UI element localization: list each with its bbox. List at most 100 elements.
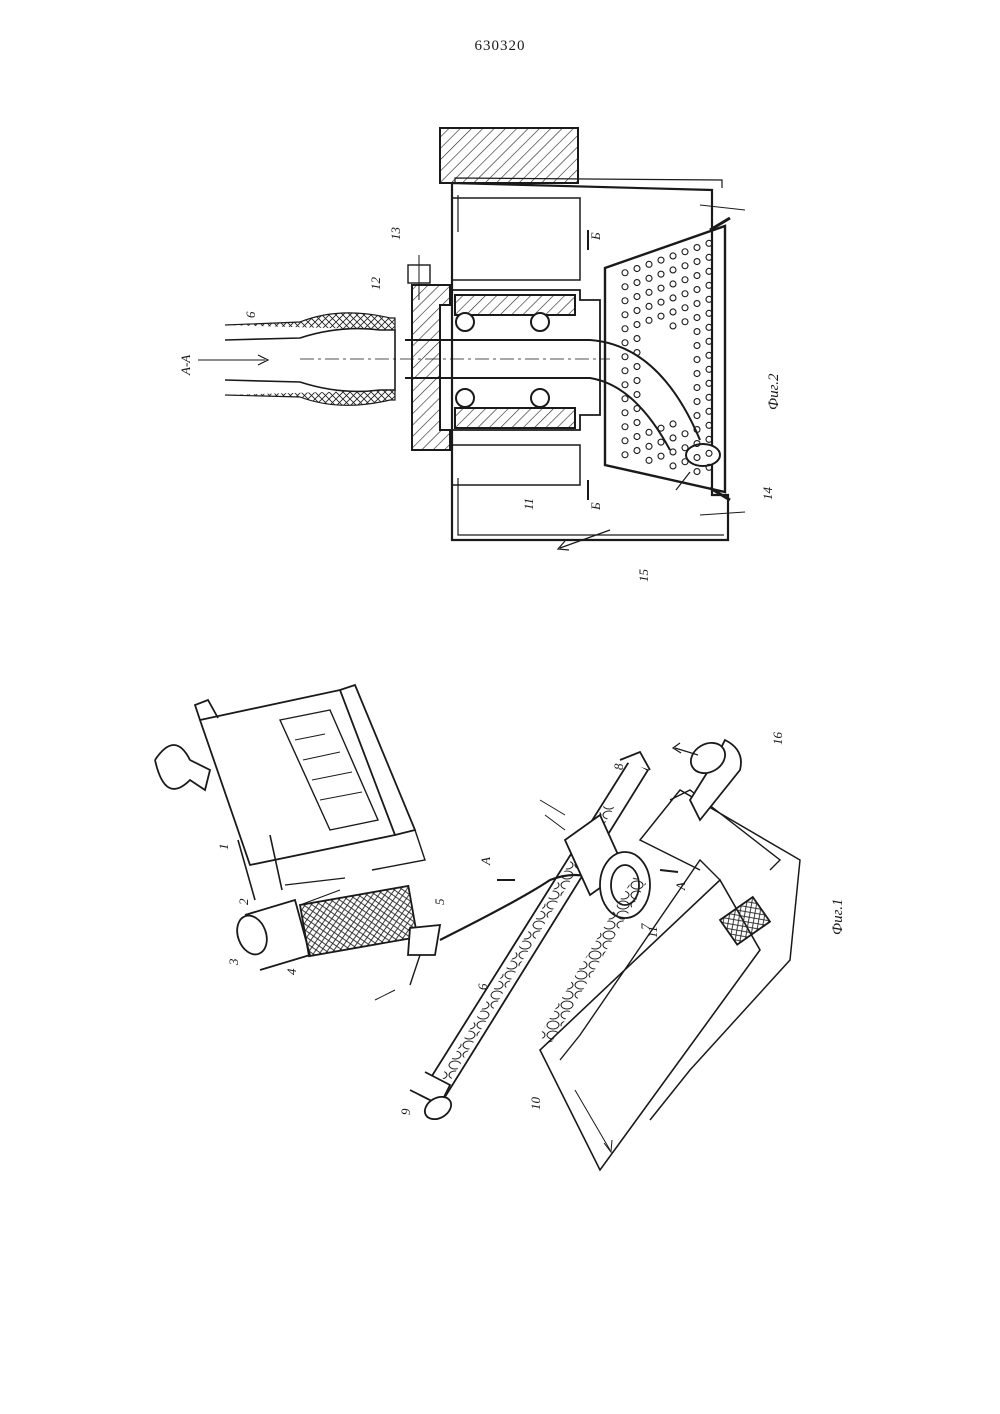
perforation-hole [658,425,664,431]
figure-2-section [198,128,745,550]
fig2-label-14: 13 [388,227,403,241]
perforation-hole [682,305,688,311]
fig1-label-8: 8 [611,763,626,770]
perforation-hole [634,434,640,440]
section-marker-b-top: Б [588,232,603,241]
perforation-hole [670,267,676,273]
perforation-hole [694,273,700,279]
perforation-hole [694,343,700,349]
perforation-hole [682,263,688,269]
perforation-hole [622,452,628,458]
perforation-hole [682,431,688,437]
perforation-hole [622,438,628,444]
perforation-hole [658,453,664,459]
flange [412,285,450,450]
perforation-hole [694,245,700,251]
perforation-hole [622,326,628,332]
perforation-hole [670,421,676,427]
perforation-hole [634,364,640,370]
section-marker-b-bottom: Б [588,502,603,511]
fig1-label-4: 4 [284,968,299,975]
perforation-hole [658,257,664,263]
fig1-label-2: 2 [236,898,251,905]
perforation-hole [622,284,628,290]
perforation-hole [646,429,652,435]
knob [155,745,210,790]
perforation-hole [694,287,700,293]
perforation-hole [634,420,640,426]
perforation-hole [670,449,676,455]
perforation-hole [622,396,628,402]
nozzle-opening [686,444,720,466]
perforation-hole [682,277,688,283]
perforation-hole [694,315,700,321]
perforation-hole [634,392,640,398]
bearing-ball [531,389,549,407]
mounting-plate [440,128,578,183]
perforation-hole [694,259,700,265]
perforation-hole [622,368,628,374]
perforation-hole [634,266,640,272]
perforation-hole [658,439,664,445]
perforation-hole [658,285,664,291]
perforation-hole [622,410,628,416]
perforation-hole [634,378,640,384]
perforation-hole [670,435,676,441]
fig2-label-6: 6 [243,311,258,318]
fig2-label-12: 11 [521,498,536,510]
perforation-hole [634,336,640,342]
perforation-hole [622,424,628,430]
bearing-ball [456,389,474,407]
perforation-hole [658,299,664,305]
bearing-ball [531,313,549,331]
perforation-hole [694,357,700,363]
perforation-hole [670,309,676,315]
perforation-hole [622,298,628,304]
perforation-hole [634,308,640,314]
perforation-hole [670,295,676,301]
perforation-hole [682,459,688,465]
bearing-ball [456,313,474,331]
perforation-hole [634,406,640,412]
perforation-hole [646,303,652,309]
perforation-hole [622,270,628,276]
perforation-hole [682,319,688,325]
fig2-label-13: 12 [368,277,383,291]
perforation-hole [670,281,676,287]
fig1-label-16: 16 [770,732,785,746]
perforation-hole [634,294,640,300]
fig1-label-9: 9 [398,1108,413,1115]
perforation-hole [646,275,652,281]
perforation-hole [658,313,664,319]
figure-1-perspective [155,685,800,1170]
perforation-hole [670,463,676,469]
perforation-hole [634,448,640,454]
perforation-hole [634,280,640,286]
section-marker-a-right: А [673,882,688,891]
perforation-hole [670,323,676,329]
section-marker-a-left: А [478,857,493,866]
perforation-hole [694,371,700,377]
perforation-hole [694,329,700,335]
fig1-label-10: 10 [528,1097,543,1111]
perforations [622,240,712,474]
fig1-label-5: 5 [432,898,447,905]
perforation-hole [658,271,664,277]
perforation-hole [694,385,700,391]
section-view-label: А-А [178,355,193,376]
perforation-hole [682,249,688,255]
perforation-hole [694,399,700,405]
perforation-hole [622,354,628,360]
perforation-hole [646,261,652,267]
perforation-hole [622,340,628,346]
filter-4 [300,886,417,956]
fig1-label-11: 11 [645,926,660,938]
perforation-hole [634,322,640,328]
perforation-hole [646,289,652,295]
fig2-label-15: 14 [760,487,775,501]
perforation-hole [694,413,700,419]
perforation-hole [694,469,700,475]
perforation-hole [622,312,628,318]
